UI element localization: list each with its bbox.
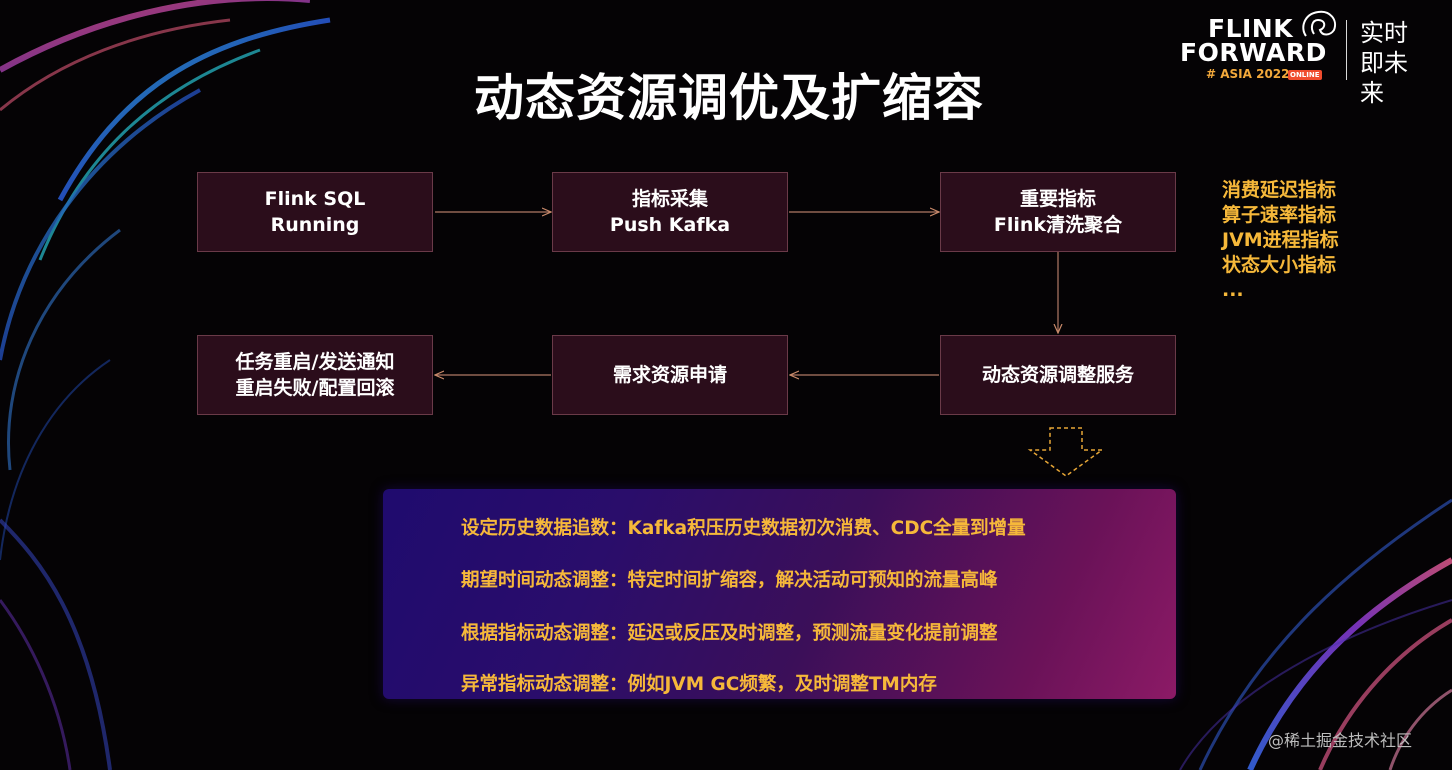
squirrel-icon — [1302, 10, 1336, 37]
flow-box-line: 需求资源申请 — [612, 364, 727, 386]
flow-box-line: 指标采集 — [631, 188, 708, 210]
adjustment-item: 根据指标动态调整：延迟或反压及时调整，预测流量变化提前调整 — [461, 623, 998, 644]
watermark: @稀土掘金技术社区 — [1268, 731, 1413, 750]
flow-box-dynamic-resource-service: 动态资源调整服务 — [940, 335, 1176, 415]
metrics-item: ... — [1222, 279, 1244, 301]
flow-box-line: 任务重启/发送通知 — [235, 351, 395, 373]
logo-slogan: 实时即未来 — [1360, 19, 1408, 107]
flow-box-line: 重启失败/配置回滚 — [235, 377, 395, 399]
flow-box-resource-request: 需求资源申请 — [552, 335, 788, 415]
flow-box-line: Flink清洗聚合 — [993, 214, 1123, 236]
flow-box-task-restart: 任务重启/发送通知 重启失败/配置回滚 — [197, 335, 433, 415]
online-badge: ONLINE — [1288, 70, 1322, 80]
logo-line1: FLINK — [1208, 14, 1294, 43]
flow-box-line: Flink SQL — [264, 188, 366, 210]
metrics-item: 状态大小指标 — [1222, 254, 1337, 276]
logo-line2: FORWARD — [1180, 38, 1327, 67]
adjustment-panel: 设定历史数据追数：Kafka积压历史数据初次消费、CDC全量到增量 期望时间动态… — [383, 489, 1176, 699]
flow-box-line: 动态资源调整服务 — [981, 364, 1134, 386]
flow-box-metrics-collection: 指标采集 Push Kafka — [552, 172, 788, 252]
metrics-list: 消费延迟指标 算子速率指标 JVM进程指标 状态大小指标 ... — [1222, 178, 1339, 303]
metrics-item: 算子速率指标 — [1222, 204, 1337, 226]
metrics-item: 消费延迟指标 — [1222, 179, 1337, 201]
flow-box-line: Push Kafka — [609, 214, 731, 236]
logo-separator — [1346, 20, 1347, 80]
metrics-item: JVM进程指标 — [1222, 229, 1339, 251]
flow-box-line: Running — [270, 214, 360, 236]
adjustment-item: 设定历史数据追数：Kafka积压历史数据初次消费、CDC全量到增量 — [461, 518, 1026, 539]
adjustment-item: 异常指标动态调整：例如JVM GC频繁，及时调整TM内存 — [461, 674, 937, 695]
adjustment-item: 期望时间动态调整：特定时间扩缩容，解决活动可预知的流量高峰 — [461, 570, 998, 591]
flink-forward-logo: FLINK FORWARD # ASIA 2022 ONLINE 实时即未来 — [1178, 10, 1428, 107]
flow-box-line: 重要指标 — [1019, 188, 1096, 210]
slide-title: 动态资源调优及扩缩容 — [474, 69, 984, 127]
flow-box-flink-sql: Flink SQL Running — [197, 172, 433, 252]
flow-box-important-metrics: 重要指标 Flink清洗聚合 — [940, 172, 1176, 252]
logo-event: # ASIA 2022 — [1206, 67, 1290, 81]
